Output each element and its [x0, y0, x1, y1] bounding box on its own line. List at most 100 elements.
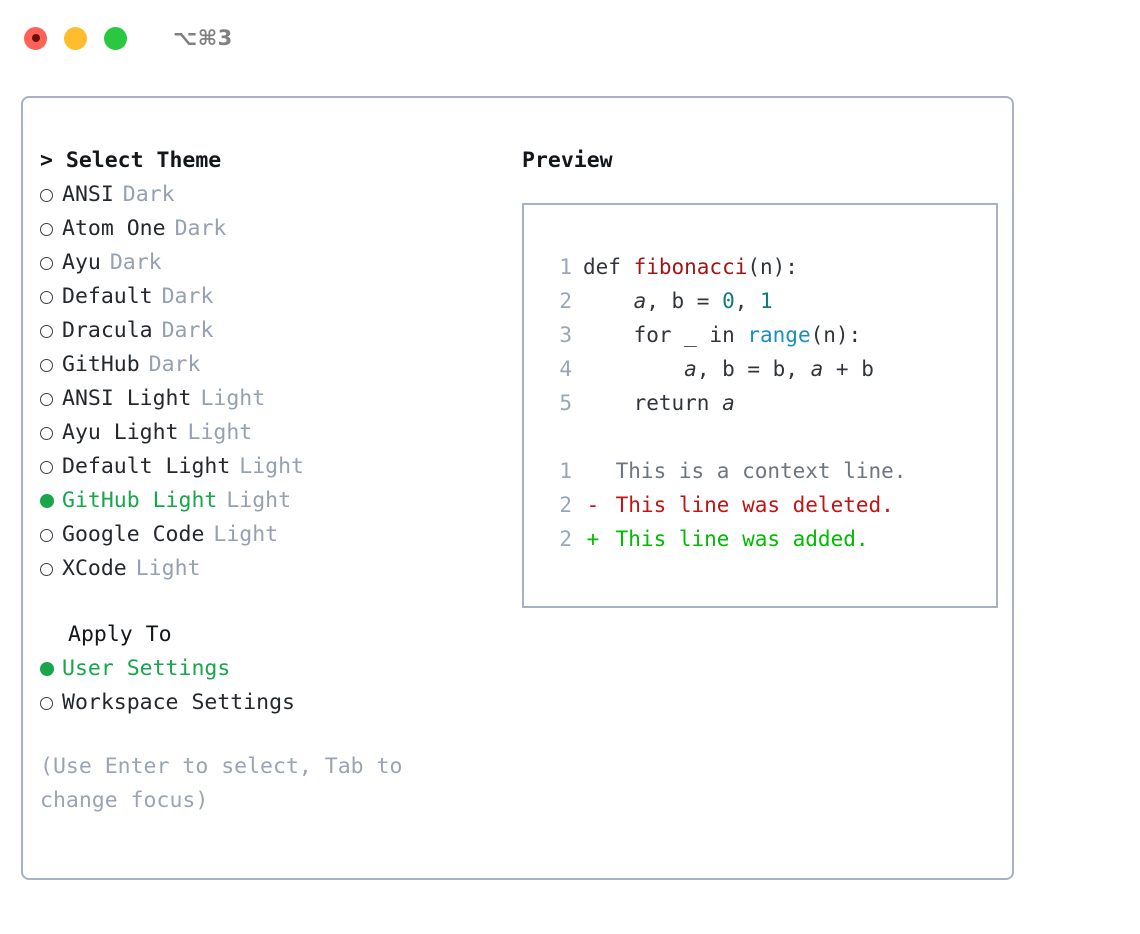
- keyboard-shortcut-label: ⌥⌘3: [173, 26, 233, 50]
- apply-to-option-workspace-settings[interactable]: Workspace Settings: [40, 686, 506, 720]
- diff-line-text: This line was added.: [603, 527, 869, 551]
- diff-sample: 1 This is a context line.2- This line wa…: [544, 454, 996, 556]
- radio-unselected-icon: [40, 324, 53, 338]
- theme-option-github-light[interactable]: GitHub Light Light: [40, 484, 506, 518]
- theme-option-default-light[interactable]: Default Light Light: [40, 450, 506, 484]
- theme-variant-tag: Light: [187, 420, 253, 445]
- theme-option-ansi[interactable]: ANSI Dark: [40, 178, 506, 212]
- preview-heading: Preview: [522, 148, 613, 173]
- code-token: , b = b,: [696, 357, 811, 381]
- theme-variant-tag: Dark: [161, 318, 214, 343]
- radio-unselected-icon: [40, 528, 53, 542]
- theme-option-ayu-light[interactable]: Ayu Light Light: [40, 416, 506, 450]
- radio-unselected-icon: [40, 348, 62, 382]
- radio-unselected-icon: [40, 358, 53, 372]
- keyboard-hint-text: (Use Enter to select, Tab to change focu…: [40, 754, 416, 813]
- radio-selected-icon: [40, 662, 54, 676]
- recording-indicator-dot: [31, 34, 40, 42]
- theme-name-label: GitHub: [62, 352, 140, 377]
- radio-unselected-icon: [40, 686, 62, 720]
- code-token: range: [747, 323, 811, 347]
- radio-unselected-icon: [40, 518, 62, 552]
- radio-unselected-icon: [40, 256, 53, 270]
- theme-name-label: Google Code: [62, 522, 205, 547]
- theme-option-ansi-light[interactable]: ANSI Light Light: [40, 382, 506, 416]
- code-token: return: [583, 391, 723, 415]
- radio-unselected-icon: [40, 696, 53, 710]
- theme-variant-tag: Dark: [122, 182, 175, 207]
- theme-name-label: Default: [62, 284, 153, 309]
- theme-variant-tag: Light: [239, 454, 305, 479]
- apply-to-label: User Settings: [62, 656, 231, 681]
- line-number: 5: [559, 391, 572, 415]
- theme-name-label: Default Light: [62, 454, 231, 479]
- radio-unselected-icon: [40, 552, 62, 586]
- line-number: 2: [559, 289, 572, 313]
- apply-to-label: Workspace Settings: [62, 690, 295, 715]
- radio-unselected-icon: [40, 460, 53, 474]
- radio-unselected-icon: [40, 416, 62, 450]
- radio-unselected-icon: [40, 222, 53, 236]
- radio-unselected-icon: [40, 280, 62, 314]
- radio-unselected-icon: [40, 562, 53, 576]
- diff-marker: +: [586, 527, 600, 551]
- theme-name-label: Ayu Light: [62, 420, 179, 445]
- theme-option-google-code[interactable]: Google Code Light: [40, 518, 506, 552]
- line-number: 1: [559, 255, 572, 279]
- line-number: 2: [559, 527, 572, 551]
- code-token: ,: [734, 289, 761, 313]
- code-token: 0: [722, 289, 735, 313]
- theme-variant-tag: Light: [200, 386, 266, 411]
- theme-name-label: Atom One: [62, 216, 166, 241]
- radio-unselected-icon: [40, 426, 53, 440]
- code-line-content: for _ in range(n):: [583, 318, 862, 352]
- code-token: + b: [823, 357, 874, 381]
- code-token: , b =: [646, 289, 723, 313]
- apply-to-heading: Apply To: [68, 622, 172, 647]
- theme-name-label: GitHub Light: [62, 488, 218, 513]
- code-token: [583, 357, 684, 381]
- theme-name-label: ANSI: [62, 182, 114, 207]
- preview-spacer: [544, 420, 996, 454]
- radio-selected-icon: [40, 484, 62, 518]
- radio-unselected-icon: [40, 314, 62, 348]
- radio-selected-icon: [40, 494, 54, 508]
- maximize-button[interactable]: [104, 26, 127, 50]
- theme-variant-tag: Light: [226, 488, 292, 513]
- radio-selected-icon: [40, 652, 62, 686]
- code-token: (n):: [810, 323, 862, 347]
- code-token: a: [684, 357, 697, 381]
- line-number: 2: [559, 493, 572, 517]
- theme-name-label: ANSI Light: [62, 386, 192, 411]
- line-number: 3: [559, 323, 572, 347]
- code-line: 3 for _ in range(n):: [544, 318, 996, 352]
- code-token: a: [722, 391, 735, 415]
- minimize-button[interactable]: [64, 26, 87, 50]
- code-token: (n):: [747, 255, 798, 279]
- apply-to-option-user-settings[interactable]: User Settings: [40, 652, 506, 686]
- code-line: 4 a, b = b, a + b: [544, 352, 996, 386]
- radio-unselected-icon: [40, 392, 53, 406]
- radio-unselected-icon: [40, 290, 53, 304]
- code-line-content: return a: [583, 386, 735, 420]
- diff-line-context: 1 This is a context line.: [544, 454, 996, 488]
- theme-variant-tag: Light: [213, 522, 279, 547]
- radio-unselected-icon: [40, 382, 62, 416]
- close-button[interactable]: [24, 26, 47, 50]
- theme-variant-tag: Light: [135, 556, 201, 581]
- code-token: a: [810, 357, 824, 381]
